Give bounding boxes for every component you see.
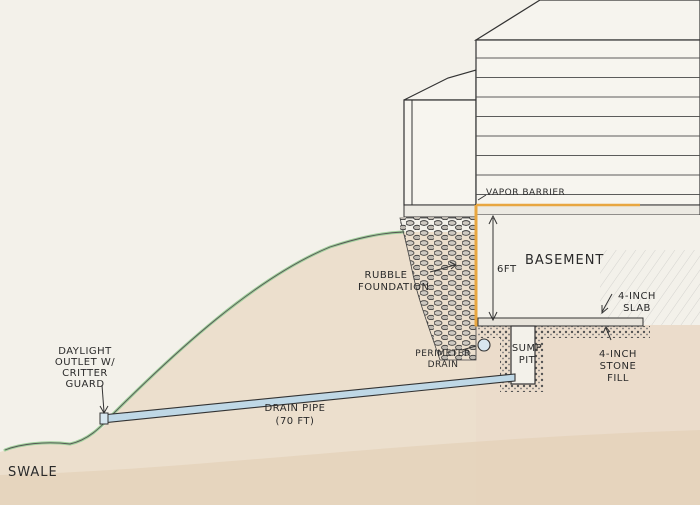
rubble-top <box>400 217 476 233</box>
rubble-label-2: Foundation <box>358 282 430 293</box>
house-sill <box>475 204 700 216</box>
swale-label: Swale <box>8 465 58 480</box>
porch-roof <box>403 69 477 101</box>
slab-label-2: Slab <box>623 303 651 314</box>
annotation-arrows <box>99 194 613 415</box>
house-roof-edge <box>473 0 700 41</box>
daylight-outlet <box>99 412 109 425</box>
sump-pit-label-2: Pit <box>518 355 536 366</box>
slab-label-1: 4-inch <box>618 291 656 302</box>
perimeter-drain-label-2: Drain <box>427 360 459 370</box>
porch-sill <box>403 204 477 218</box>
basement-hatch <box>600 250 700 325</box>
stone-fill-label-2: Stone <box>599 361 637 372</box>
daylight-outlet-label-1: Daylight <box>58 346 112 357</box>
vapor-barrier-label: Vapor Barrier <box>486 188 566 198</box>
slab <box>477 317 644 327</box>
stone-fill-label-3: Fill <box>607 373 629 384</box>
daylight-outlet-label-2: Outlet w/ <box>54 357 116 368</box>
porch-wall <box>403 99 477 206</box>
basement-label: Basement <box>525 253 605 268</box>
drain-pipe-label-1: Drain Pipe <box>264 403 326 414</box>
rubble-label-1: Rubble <box>364 270 408 281</box>
drain-pipe-label-2: (70 FT) <box>275 416 315 427</box>
rubble-foundation <box>399 217 477 361</box>
slope-outline <box>4 231 404 451</box>
perimeter-drain-label-1: Perimeter <box>415 349 471 359</box>
house-siding <box>476 40 700 205</box>
height-label: 6FT <box>497 264 517 275</box>
daylight-outlet-label-3: Critter <box>62 368 108 379</box>
perimeter-drain <box>477 338 491 352</box>
daylight-outlet-label-4: Guard <box>65 379 105 390</box>
soil-shading <box>0 430 700 505</box>
soil-ground <box>0 232 476 505</box>
sump-pit-label-1: Sump <box>511 343 543 354</box>
stone-fill-label-1: 4-inch <box>599 349 637 360</box>
